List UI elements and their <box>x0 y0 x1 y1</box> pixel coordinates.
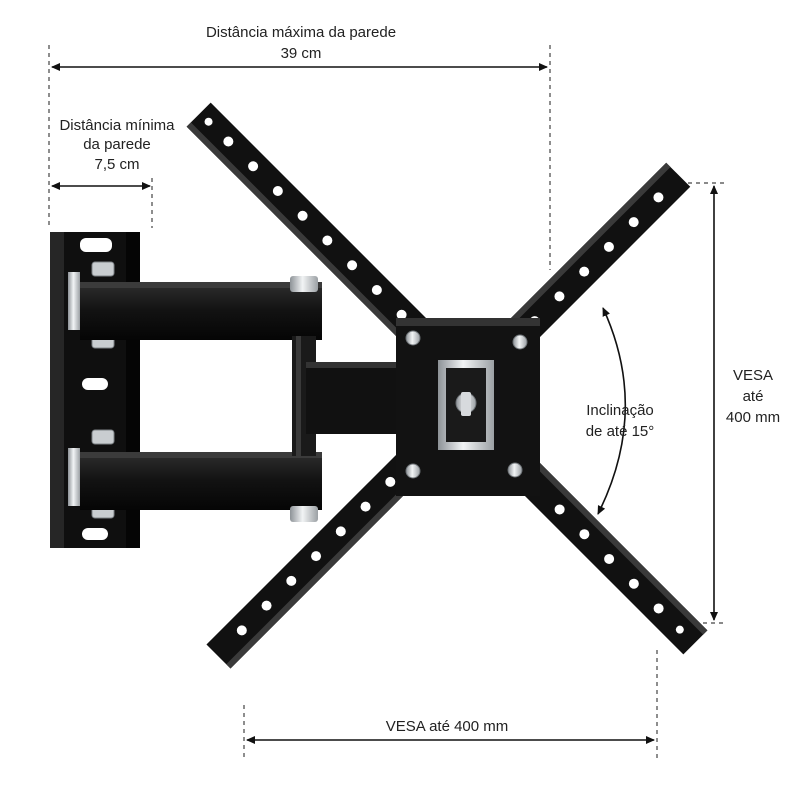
wall-plate-hole <box>80 238 112 252</box>
vesa-x-bracket <box>186 102 708 669</box>
bracket-bolts <box>405 330 528 479</box>
wall-plate-bolts <box>91 261 115 519</box>
vesa-vertical-line3: 400 mm <box>725 409 781 426</box>
wall-plate-hole <box>82 378 108 390</box>
tilt-arc-arrow <box>597 307 627 515</box>
tilt-line2: de até 15° <box>585 423 655 440</box>
articulating-arms <box>80 276 406 522</box>
vesa-vertical-line2: até <box>742 388 764 405</box>
min-distance-line1: Distância mínima <box>59 117 175 134</box>
min-distance-value: 7,5 cm <box>94 156 140 173</box>
min-distance-line2: da parede <box>83 136 151 153</box>
bracket-arm-top-left <box>186 102 445 361</box>
vesa-vertical-line1: VESA <box>732 367 774 384</box>
dimension-arrows <box>51 63 718 744</box>
max-distance-value: 39 cm <box>280 45 322 62</box>
bracket-arm-bottom-left <box>206 442 433 669</box>
pivot-cap-bottom <box>290 506 318 522</box>
max-distance-title: Distância máxima da parede <box>205 24 397 41</box>
wall-plate-hole <box>82 528 108 540</box>
vesa-horizontal-label: VESA até 400 mm <box>385 718 509 735</box>
pivot-cap-top <box>290 276 318 292</box>
bracket-arm-bottom-right <box>495 442 708 655</box>
tilt-line1: Inclinação <box>586 402 654 419</box>
